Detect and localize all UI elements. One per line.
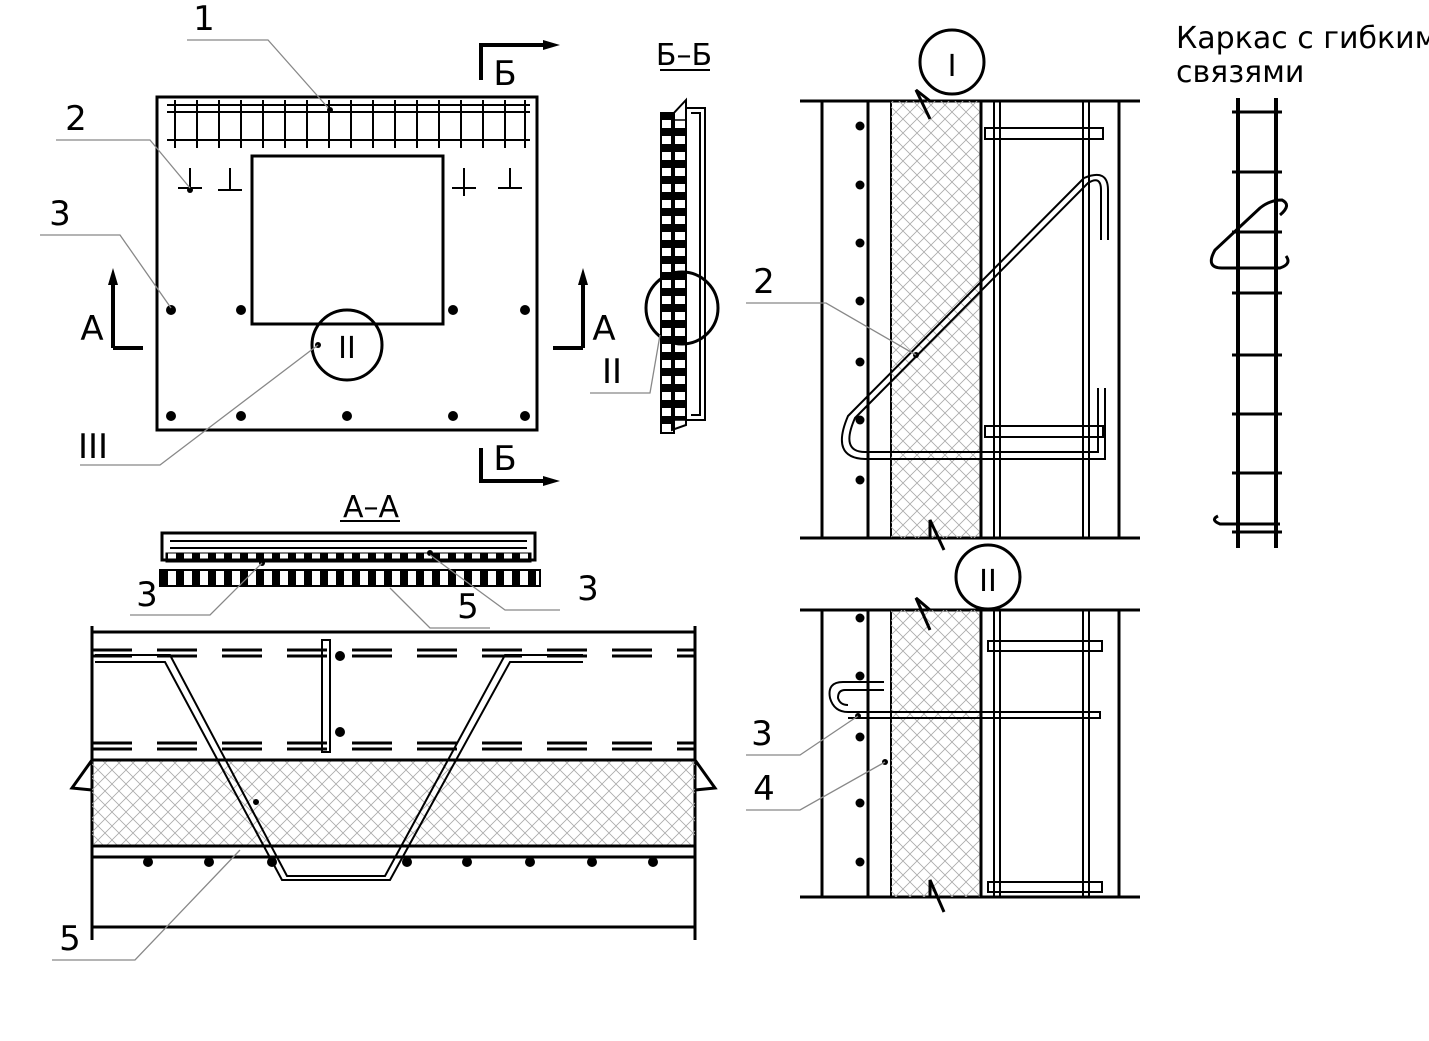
section-bb-title: Б–Б xyxy=(656,38,712,73)
section-b-b: Б–Б II xyxy=(590,38,720,434)
frame-with-flexible-ties: Каркас с гибкими связями xyxy=(1176,21,1429,548)
position-2-plan: 2 xyxy=(65,99,87,139)
node-ii-detail: II 3 4 xyxy=(746,543,1140,913)
section-b-bottom-label: Б xyxy=(493,439,516,479)
node-i-detail: I 2 xyxy=(746,28,1140,551)
plan-leaders: 1 2 3 III xyxy=(40,0,333,467)
panel-plan-view: II А А Б Б xyxy=(80,40,616,486)
position-2-node-i: 2 xyxy=(753,262,775,302)
node-ii-detail-callout-circle xyxy=(954,543,1022,611)
node-i-rebar-dots xyxy=(855,121,865,485)
node-ii-callout-circle xyxy=(310,308,384,382)
position-3-aa-right: 3 xyxy=(577,569,599,609)
flexible-tie-dots xyxy=(166,305,530,421)
node-iii-label: III xyxy=(78,427,108,467)
caption-line-2: связями xyxy=(1176,55,1304,90)
bottom-rebar-dots xyxy=(143,857,658,867)
section-b-top-label: Б xyxy=(493,54,516,94)
node-ii-detail-label: II xyxy=(979,564,997,599)
frame-rungs xyxy=(174,100,526,148)
node-ii-bb-callout-circle xyxy=(644,270,720,346)
frame-rungs-right xyxy=(1232,110,1282,534)
section-a-right-label: А xyxy=(592,309,615,349)
position-1: 1 xyxy=(193,0,215,39)
position-3-node-ii: 3 xyxy=(751,714,773,754)
position-5-detail: 5 xyxy=(59,919,81,959)
section-a-left-label: А xyxy=(80,309,103,349)
node-i-callout-circle xyxy=(918,28,986,96)
node-ii-label: II xyxy=(338,331,356,366)
node-i-label: I xyxy=(948,49,957,84)
section-aa-title: А–А xyxy=(343,490,400,525)
position-3-aa-left: 3 xyxy=(136,575,158,615)
section-a-a: А–А 3 3 5 xyxy=(130,490,599,629)
node-iii-detail: 5 xyxy=(52,626,718,961)
node-ii-bb-label: II xyxy=(602,352,622,392)
position-4: 4 xyxy=(753,769,775,809)
position-5-aa: 5 xyxy=(457,587,479,627)
caption-line-1: Каркас с гибкими xyxy=(1176,21,1429,56)
position-3-plan: 3 xyxy=(49,194,71,234)
node-ii-rebar-dots xyxy=(855,613,865,867)
